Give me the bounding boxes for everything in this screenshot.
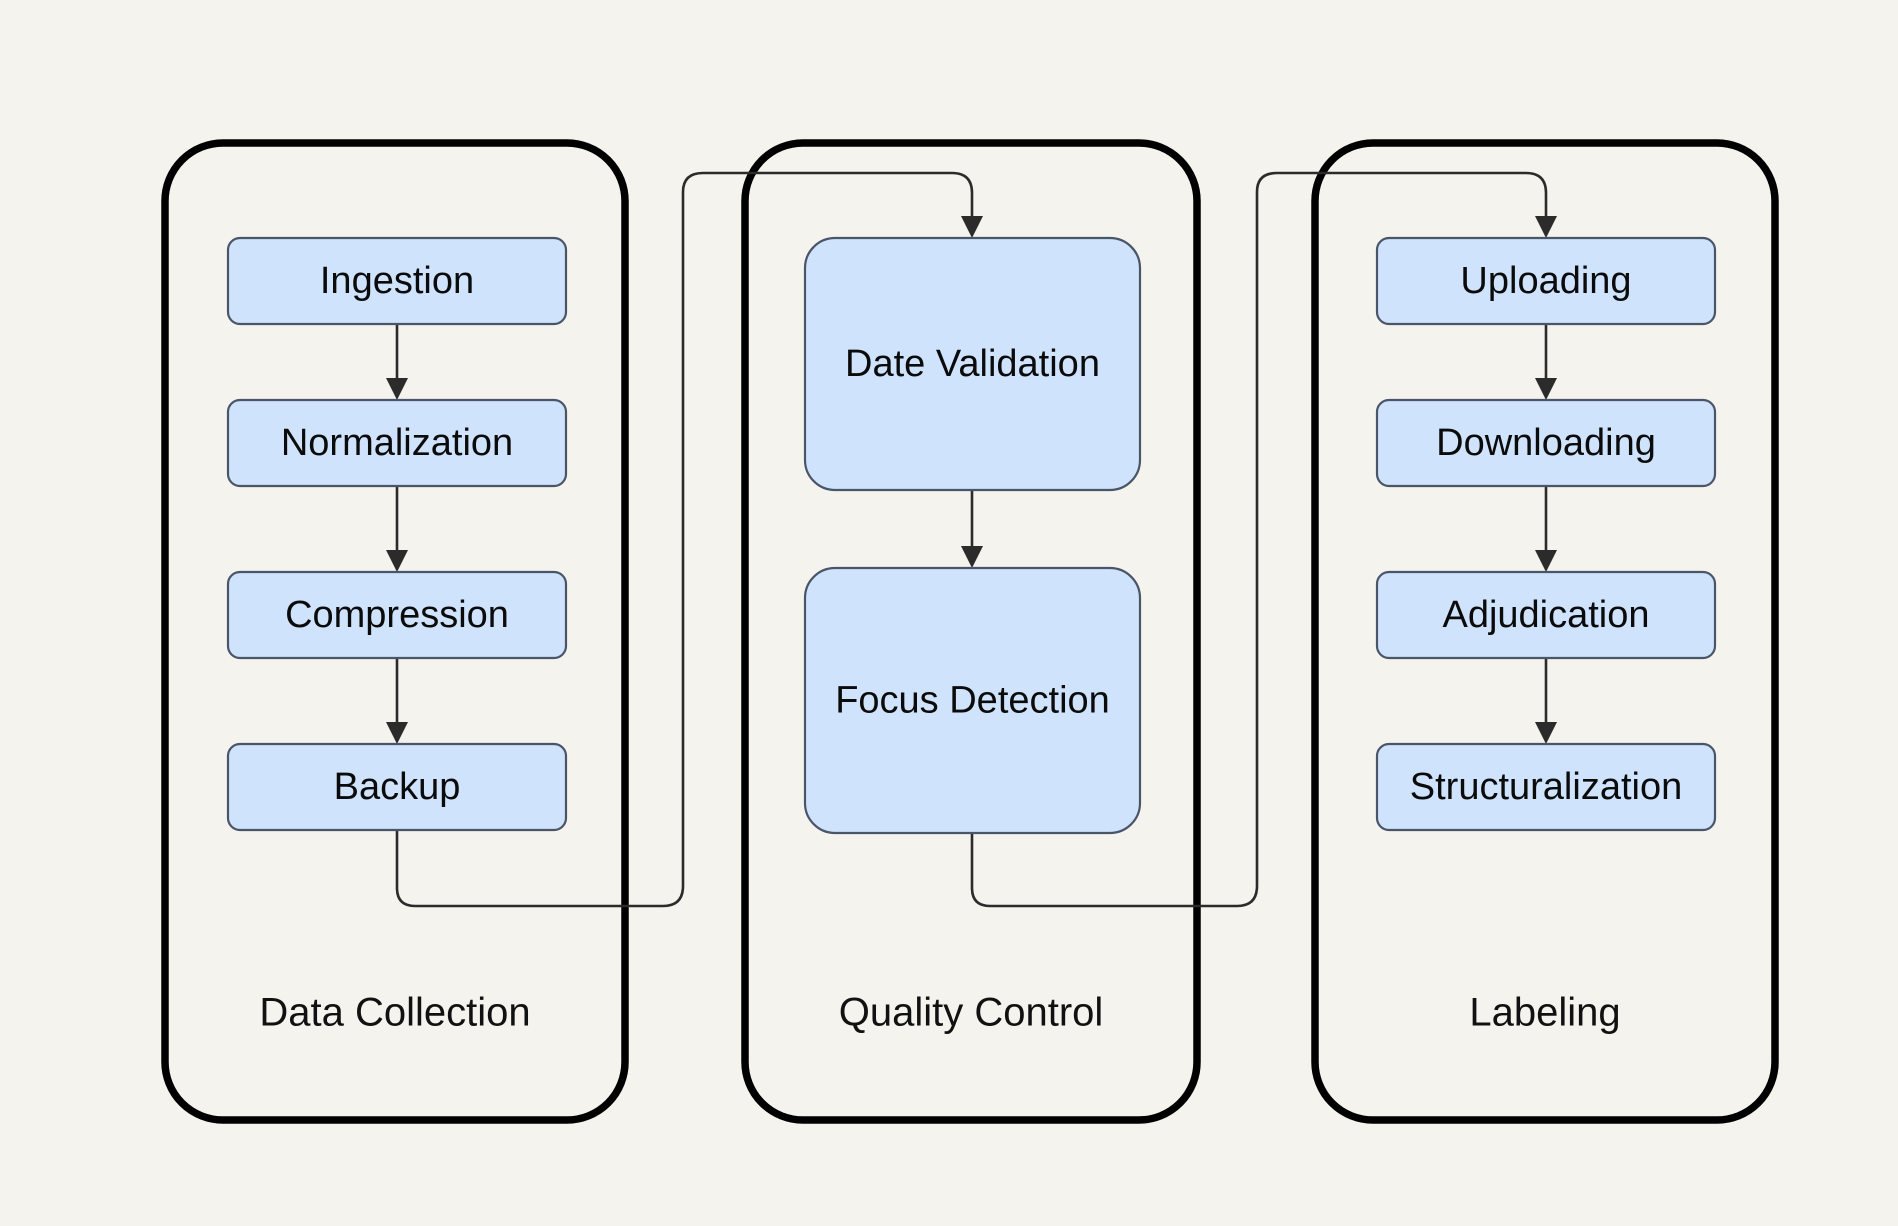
node-downloading[interactable]: Downloading — [1375, 398, 1717, 488]
node-box-uploading — [1375, 236, 1717, 326]
edge-arrowhead-e-datevalidation-focusdetection — [961, 546, 983, 568]
node-label-uploading: Uploading — [1460, 260, 1631, 302]
node-uploading[interactable]: Uploading — [1375, 236, 1717, 326]
node-structuralization[interactable]: Structuralization — [1375, 742, 1717, 832]
edge-arrowhead-e-backup-datevalidation — [961, 216, 983, 238]
node-focus-detection[interactable]: Focus Detection — [803, 566, 1142, 835]
node-backup[interactable]: Backup — [226, 742, 568, 832]
edge-arrowhead-e-focusdetection-uploading — [1535, 216, 1557, 238]
edge-arrowhead-e-downloading-adjudication — [1535, 550, 1557, 572]
node-adjudication[interactable]: Adjudication — [1375, 570, 1717, 660]
node-normalization[interactable]: Normalization — [226, 398, 568, 488]
node-label-structuralization: Structuralization — [1410, 766, 1682, 808]
edge-e-datevalidation-focusdetection — [961, 490, 983, 568]
node-compression[interactable]: Compression — [226, 570, 568, 660]
edge-e-focusdetection-uploading — [970, 171, 1557, 908]
edge-e-normalization-compression — [386, 486, 408, 572]
edge-line-e-focusdetection-uploading — [970, 171, 1548, 908]
node-label-compression: Compression — [285, 594, 509, 636]
edge-e-backup-datevalidation — [395, 171, 983, 908]
edge-arrowhead-e-compression-backup — [386, 722, 408, 744]
cluster-labeling[interactable] — [1311, 139, 1779, 1124]
node-label-date-validation: Date Validation — [845, 343, 1100, 385]
cluster-label-labeling: Labeling — [1469, 991, 1620, 1035]
node-box-downloading — [1375, 398, 1717, 488]
edge-arrowhead-e-uploading-downloading — [1535, 378, 1557, 400]
edge-line-e-backup-datevalidation — [395, 171, 974, 908]
node-box-compression — [226, 570, 568, 660]
node-label-backup: Backup — [334, 766, 461, 808]
node-box-adjudication — [1375, 570, 1717, 660]
node-label-focus-detection: Focus Detection — [835, 680, 1110, 722]
edge-e-ingestion-normalization — [386, 324, 408, 400]
edge-arrowhead-e-adjudication-structuralization — [1535, 722, 1557, 744]
node-box-normalization — [226, 398, 568, 488]
edge-e-adjudication-structuralization — [1535, 658, 1557, 744]
node-box-ingestion — [226, 236, 568, 326]
node-label-normalization: Normalization — [281, 422, 513, 464]
edge-arrowhead-e-ingestion-normalization — [386, 378, 408, 400]
edge-e-uploading-downloading — [1535, 324, 1557, 400]
node-label-ingestion: Ingestion — [320, 260, 474, 302]
edge-e-compression-backup — [386, 658, 408, 744]
node-label-adjudication: Adjudication — [1442, 594, 1649, 636]
cluster-data-collection[interactable] — [161, 139, 629, 1124]
node-ingestion[interactable]: Ingestion — [226, 236, 568, 326]
node-box-structuralization — [1375, 742, 1717, 832]
cluster-quality-control[interactable] — [741, 139, 1201, 1124]
clusters-layer — [161, 139, 1779, 1124]
edges-layer — [386, 171, 1557, 908]
cluster-labels-layer: Data Collection Quality Control Labeling — [259, 991, 1620, 1035]
cluster-label-quality-control: Quality Control — [839, 991, 1104, 1035]
node-date-validation[interactable]: Date Validation — [803, 236, 1142, 492]
edge-arrowhead-e-normalization-compression — [386, 550, 408, 572]
node-box-focus-detection — [803, 566, 1142, 835]
node-box-backup — [226, 742, 568, 832]
cluster-label-data-collection: Data Collection — [259, 991, 530, 1035]
node-label-downloading: Downloading — [1436, 422, 1656, 464]
node-box-date-validation — [803, 236, 1142, 492]
edge-e-downloading-adjudication — [1535, 486, 1557, 572]
